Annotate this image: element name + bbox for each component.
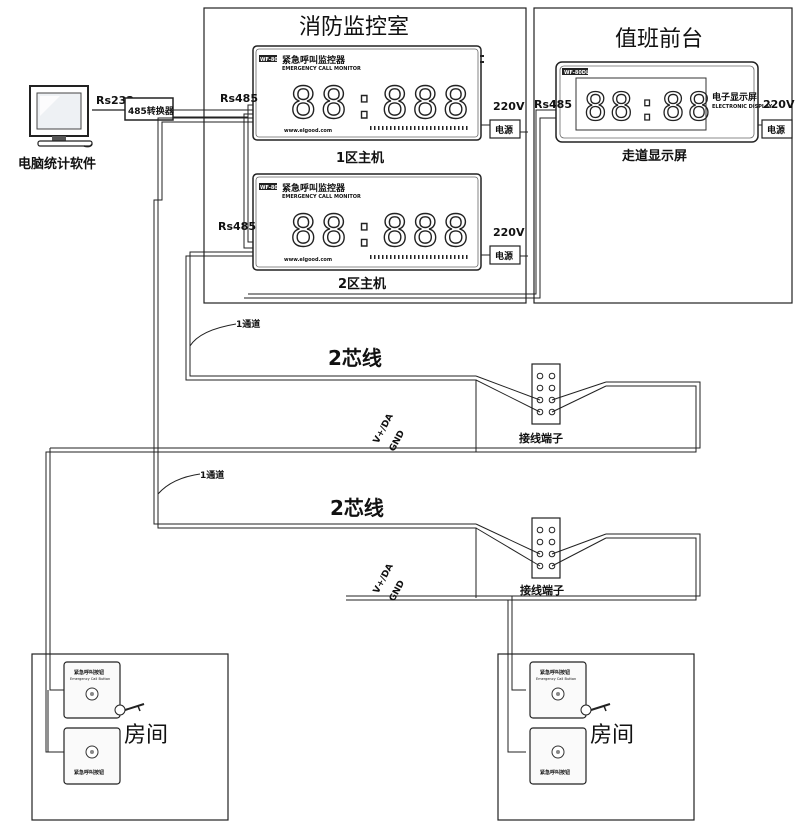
display-model-tag: WF-80DL — [564, 70, 590, 76]
converter-box — [124, 97, 174, 121]
host2-power-label: 电源 — [495, 250, 513, 262]
channel-1-label: 1通道 — [236, 318, 260, 330]
room-2-panel-1-text: 紧急呼叫按钮 — [540, 669, 570, 676]
host2-caption: 2区主机 — [338, 276, 386, 292]
computer-icon — [29, 85, 93, 148]
host1-brand-cn: 紧急呼叫监控器 — [282, 54, 346, 66]
terminal-2-label: 接线端子 — [520, 583, 564, 597]
host1-power-label: 电源 — [495, 124, 513, 136]
terminal-1-label: 接线端子 — [519, 431, 563, 445]
terminal-block-1 — [48, 363, 701, 453]
computer-label: 电脑统计软件 — [18, 156, 96, 172]
display-caption: 走道显示屏 — [622, 148, 687, 164]
host2-unit: WF-8000 紧急呼叫监控器 EMERGENCY CALL MONITOR 8… — [252, 173, 482, 271]
room-1-box — [31, 653, 229, 821]
display-power-box — [761, 119, 793, 139]
channel-2-leader — [157, 473, 201, 495]
control-room-title: 消防监控室 — [299, 15, 409, 40]
host1-brand-en: EMERGENCY CALL MONITOR — [282, 66, 361, 72]
host1-unit: WF-8000 紧急呼叫监控器 EMERGENCY CALL MONITOR 8… — [252, 45, 484, 141]
channel-2-label: 1通道 — [200, 469, 224, 481]
room-2-call-button-1: 紧急呼叫按钮 Emergency Call Button — [529, 661, 587, 719]
control-room-box — [203, 7, 527, 304]
room-1-label: 房间 — [124, 723, 168, 748]
front-desk-box — [533, 7, 793, 304]
display-brand-cn: 电子显示屏 — [712, 91, 757, 103]
display-voltage: 220V — [763, 98, 795, 111]
room-2-panel-1-sub: Emergency Call Button — [536, 677, 576, 681]
room-1-panel-1-sub: Emergency Call Button — [70, 677, 110, 681]
display-port-label: Rs485 — [534, 98, 572, 111]
front-desk-title: 值班前台 — [615, 27, 703, 52]
room-2-panel-2-text: 紧急呼叫按钮 — [540, 769, 570, 776]
host2-website: www.elgood.com — [284, 257, 332, 263]
display-power-label: 电源 — [767, 124, 785, 136]
terminal-block-2 — [346, 517, 701, 601]
host1-port-label: Rs485 — [220, 92, 258, 105]
room-1-key-icon — [114, 703, 145, 716]
converter-label: 485转换器 — [128, 105, 175, 117]
room-1-panel-2-text: 紧急呼叫按钮 — [74, 769, 104, 776]
display-digits: 88:88 — [584, 85, 713, 129]
room-1-call-button-1: 紧急呼叫按钮 Emergency Call Button — [63, 661, 121, 719]
room-2-key-icon — [580, 703, 611, 716]
host2-digits: 88:888 — [290, 206, 473, 257]
room-2-call-button-2: 紧急呼叫按钮 — [529, 727, 587, 785]
cable-2-label: 2芯线 — [330, 496, 384, 520]
host2-port-label: Rs485 — [218, 220, 256, 233]
cable-1-label: 2芯线 — [328, 346, 382, 370]
host1-digits: 88:888 — [290, 78, 473, 129]
host2-brand-en: EMERGENCY CALL MONITOR — [282, 194, 361, 200]
host1-caption: 1区主机 — [336, 150, 384, 166]
host1-voltage: 220V — [493, 100, 525, 113]
channel-1-leader — [189, 323, 237, 347]
host2-model-tag: WF-8000 — [260, 185, 285, 191]
rs485-wiring — [173, 104, 762, 299]
host2-voltage: 220V — [493, 226, 525, 239]
display-brand-en: ELECTRONIC DISPLAY — [712, 104, 773, 110]
room-1-panel-1-text: 紧急呼叫按钮 — [74, 669, 104, 676]
bus-1-label-2: GND — [388, 429, 407, 453]
host1-website: www.elgood.com — [284, 128, 332, 134]
corridor-display-unit: WF-80DL 88:88 电子显示屏 ELECTRONIC DISPLAY — [555, 61, 773, 143]
host1-power-box — [489, 119, 521, 139]
room-2-label: 房间 — [590, 723, 634, 748]
host1-model-tag: WF-8000 — [260, 57, 285, 63]
room-1-call-button-2: 紧急呼叫按钮 — [63, 727, 121, 785]
host2-brand-cn: 紧急呼叫监控器 — [282, 182, 346, 194]
room-2-box — [497, 653, 695, 821]
room-drop-wiring — [45, 448, 526, 753]
